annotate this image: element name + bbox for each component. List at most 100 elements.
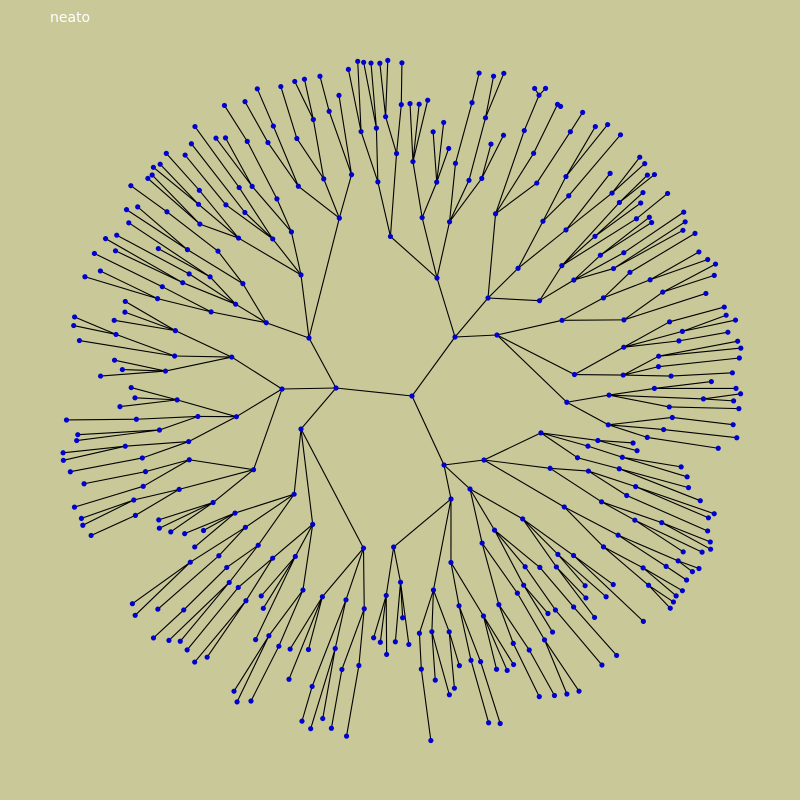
tree-edge xyxy=(629,232,696,273)
tree-edge xyxy=(669,406,739,410)
tree-edge xyxy=(338,95,353,175)
tree-edge xyxy=(603,546,649,586)
tree-node xyxy=(112,248,119,254)
tree-node xyxy=(605,121,611,128)
tree-edge xyxy=(635,486,709,519)
tree-node xyxy=(397,579,404,585)
tree-edge xyxy=(272,523,314,559)
tree-edge xyxy=(393,546,402,583)
tree-node xyxy=(192,123,198,130)
tree-node xyxy=(242,524,249,530)
tree-edge xyxy=(257,493,295,546)
tree-node xyxy=(71,322,77,329)
tree-node xyxy=(649,219,655,226)
tree-node xyxy=(291,491,297,497)
tree-node xyxy=(563,227,569,233)
tree-edge xyxy=(260,556,296,597)
tree-node xyxy=(235,235,242,241)
tree-edge xyxy=(63,445,126,461)
tree-node xyxy=(243,598,249,604)
tree-node xyxy=(263,320,269,326)
tree-node xyxy=(336,215,342,221)
tree-edge xyxy=(523,584,554,633)
tree-edge xyxy=(573,252,625,281)
tree-edge xyxy=(81,499,134,519)
tree-node xyxy=(537,564,543,570)
tree-edge xyxy=(312,119,325,179)
tree-edge xyxy=(549,467,602,503)
tree-edge xyxy=(449,180,470,223)
tree-edge xyxy=(179,469,254,490)
tree-edge xyxy=(603,271,631,299)
tree-node xyxy=(452,160,459,166)
tree-edge xyxy=(512,643,540,697)
tree-edge xyxy=(323,178,340,219)
tree-node xyxy=(168,529,174,535)
tree-node xyxy=(730,398,737,404)
tree-edge xyxy=(436,148,450,183)
tree-node xyxy=(476,70,482,76)
tree-node xyxy=(343,733,350,739)
tree-node xyxy=(510,661,517,668)
tree-node xyxy=(248,698,254,704)
tree-node xyxy=(551,692,558,699)
tree-edge xyxy=(481,542,518,594)
tree-edge xyxy=(611,156,641,194)
tree-node xyxy=(399,60,405,66)
tree-edge xyxy=(272,238,302,276)
tree-edge xyxy=(358,608,365,666)
tree-edge xyxy=(565,124,609,177)
tree-edge xyxy=(703,398,734,402)
tree-node xyxy=(254,86,260,92)
tree-edge xyxy=(611,163,646,194)
tree-edge xyxy=(105,238,183,284)
tree-node xyxy=(684,474,690,480)
tree-node xyxy=(621,317,627,323)
tree-node xyxy=(627,269,633,275)
tree-node xyxy=(132,612,138,618)
tree-edge xyxy=(147,177,201,225)
tree-node xyxy=(536,694,542,700)
tree-edge xyxy=(482,615,508,671)
tree-node xyxy=(97,268,103,274)
tree-edge xyxy=(649,251,700,281)
tree-node xyxy=(416,101,422,107)
tree-edge xyxy=(338,174,353,219)
tree-edge xyxy=(114,319,176,332)
tree-node xyxy=(574,455,581,461)
tree-node xyxy=(621,250,627,256)
tree-edge xyxy=(175,330,232,358)
tree-edge xyxy=(308,337,337,389)
tree-node xyxy=(669,414,675,421)
tree-edge xyxy=(385,546,395,596)
tree-edge xyxy=(557,554,586,587)
tree-node xyxy=(616,466,622,472)
tree-edge xyxy=(159,163,199,205)
tree-node xyxy=(493,666,500,672)
tree-node xyxy=(479,540,485,546)
tree-edge xyxy=(669,306,725,323)
tree-node xyxy=(377,60,383,66)
tree-node xyxy=(305,646,312,653)
tree-node xyxy=(195,413,201,420)
tree-node xyxy=(680,227,686,233)
tree-edge xyxy=(84,276,158,300)
tree-node xyxy=(446,219,453,225)
tree-node xyxy=(416,630,423,636)
tree-edge xyxy=(431,631,436,681)
tree-node xyxy=(224,564,230,571)
tree-node xyxy=(91,250,98,257)
tree-edge xyxy=(495,152,535,215)
tree-node xyxy=(265,139,271,146)
tree-edge xyxy=(421,181,438,218)
tree-edge xyxy=(301,686,313,722)
tree-edge xyxy=(321,547,364,598)
tree-edge xyxy=(183,567,228,611)
tree-edge xyxy=(663,429,737,439)
tree-node xyxy=(113,331,119,338)
tree-node xyxy=(541,637,548,643)
tree-edge xyxy=(468,117,487,181)
tree-node xyxy=(585,468,592,474)
tree-edge xyxy=(418,589,434,634)
tree-node xyxy=(521,582,527,588)
